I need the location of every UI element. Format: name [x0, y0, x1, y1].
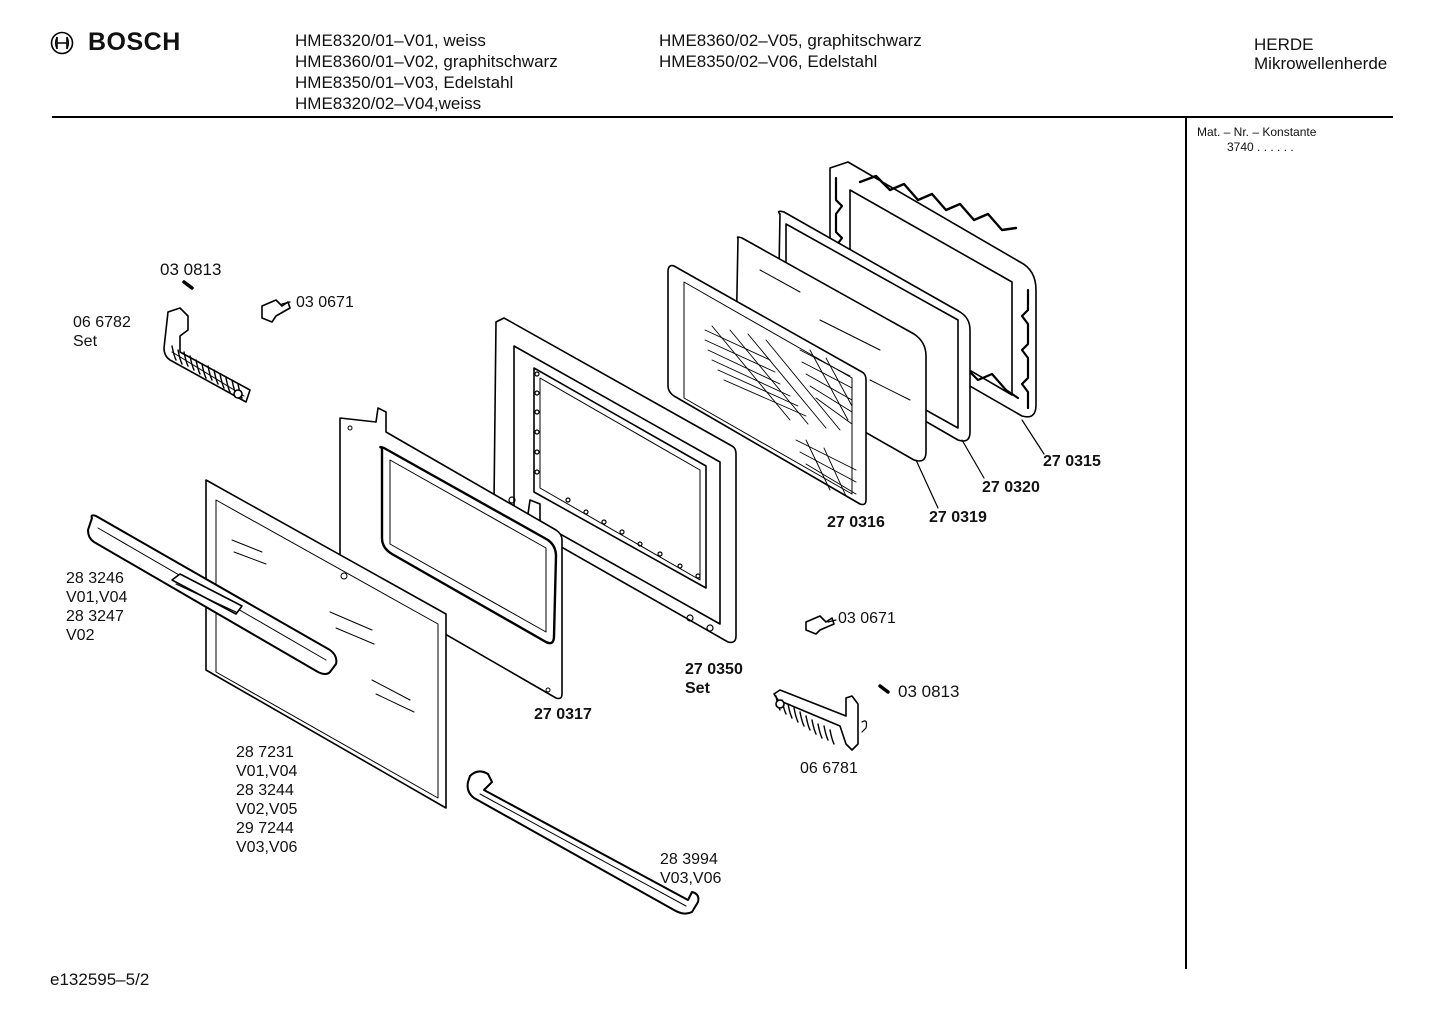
- part-note: V03,V06: [236, 839, 298, 856]
- part-label: 27 0315: [1043, 452, 1101, 471]
- inner-door-frame: [493, 317, 737, 644]
- part-label: 03 0671: [296, 293, 354, 312]
- part-label: 03 0813: [898, 682, 959, 701]
- part-number: 29 7244: [236, 820, 294, 837]
- category-line: HERDE: [1254, 35, 1314, 54]
- part-label: 27 0320: [982, 478, 1040, 497]
- part-note: V02,V05: [236, 801, 298, 818]
- part-number: 27 0320: [982, 479, 1040, 496]
- part-label: 03 0813: [160, 260, 221, 279]
- part-number: 06 6781: [800, 760, 858, 777]
- part-label: 27 0350 Set: [685, 660, 743, 698]
- bosch-armature-icon: [50, 31, 74, 54]
- model-line: HME8350/02–V06, Edelstahl: [659, 52, 878, 71]
- part-label: 27 0316: [827, 513, 885, 532]
- product-category: HERDE Mikrowellenherde: [1254, 35, 1387, 73]
- part-label: 06 6782 Set: [73, 313, 131, 351]
- model-line: HME8320/01–V01, weiss: [295, 31, 486, 50]
- material-constant-label: Mat. – Nr. – Konstante: [1197, 125, 1317, 139]
- part-note: V02: [66, 627, 95, 644]
- drawing-code: e132595–5/2: [50, 970, 150, 989]
- part-number: 28 7231: [236, 744, 294, 761]
- model-line: HME8360/02–V05, graphitschwarz: [659, 31, 922, 50]
- clip-bottom: [805, 615, 835, 635]
- pin-top: [182, 280, 194, 290]
- part-number: 03 0813: [898, 682, 960, 701]
- part-number: 03 0813: [160, 260, 222, 279]
- part-number: 27 0319: [929, 509, 987, 526]
- part-label: 27 0317: [534, 705, 592, 724]
- material-constant-value: 3740 . . . . . .: [1227, 140, 1294, 154]
- part-note: Set: [685, 680, 710, 697]
- model-list-2: HME8360/02–V05, graphitschwarz HME8350/0…: [659, 30, 922, 72]
- part-number: 06 6782: [73, 314, 131, 331]
- part-number: 27 0316: [827, 514, 885, 531]
- part-label: 27 0319: [929, 508, 987, 527]
- clip-top: [261, 299, 291, 323]
- part-number: 03 0671: [296, 294, 354, 311]
- part-note: V01,V04: [236, 763, 298, 780]
- pin-bottom: [878, 684, 890, 694]
- model-line: HME8360/01–V02, graphitschwarz: [295, 52, 558, 71]
- brand-name: BOSCH: [88, 28, 181, 56]
- part-label: 06 6781: [800, 759, 858, 778]
- part-number: 28 3244: [236, 782, 294, 799]
- material-constant-panel: Mat. – Nr. – Konstante 3740 . . . . . .: [1197, 125, 1316, 155]
- part-label: 28 3994 V03,V06: [660, 850, 721, 888]
- part-number: 27 0317: [534, 706, 592, 723]
- header-divider: [52, 116, 1393, 118]
- part-number: 03 0671: [838, 610, 896, 627]
- part-number: 27 0350: [685, 661, 743, 678]
- model-line: HME8350/01–V03, Edelstahl: [295, 73, 514, 92]
- part-note: Set: [73, 333, 98, 350]
- model-list-1: HME8320/01–V01, weiss HME8360/01–V02, gr…: [295, 30, 558, 114]
- model-line: HME8320/02–V04,weiss: [295, 94, 482, 113]
- hinge-right: [773, 689, 868, 751]
- part-number: 28 3246: [66, 570, 124, 587]
- part-note: V01,V04: [66, 589, 128, 606]
- part-label: 28 3246 V01,V04 28 3247 V02: [66, 569, 127, 645]
- part-number: 28 3994: [660, 851, 718, 868]
- brand-logo: BOSCH: [50, 28, 181, 57]
- outer-door-glass: [205, 479, 447, 809]
- part-number: 28 3247: [66, 608, 124, 625]
- part-number: 27 0315: [1043, 453, 1101, 470]
- part-label: 03 0671: [838, 609, 896, 628]
- bottom-trim-strip: [466, 770, 700, 915]
- part-note: V03,V06: [660, 870, 722, 887]
- microwave-mesh-screen: [667, 264, 867, 506]
- leader-lines: [281, 301, 1045, 623]
- side-divider: [1185, 117, 1187, 969]
- hinge-left: [163, 307, 251, 403]
- category-line: Mikrowellenherde: [1254, 54, 1388, 73]
- part-label: 28 7231 V01,V04 28 3244 V02,V05 29 7244 …: [236, 743, 297, 857]
- door-handle: [87, 514, 338, 675]
